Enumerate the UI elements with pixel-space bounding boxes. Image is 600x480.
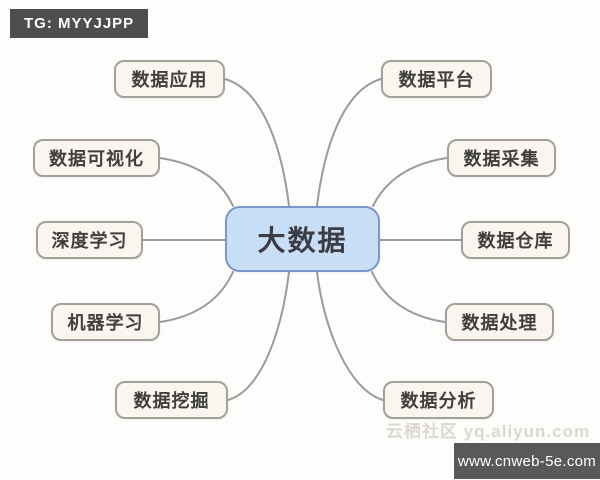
node-deep-learning[interactable]: 深度学习 <box>36 221 143 259</box>
node-data-platform[interactable]: 数据平台 <box>381 60 492 98</box>
node-data-application[interactable]: 数据应用 <box>114 60 225 98</box>
footer-url: www.cnweb-5e.com <box>457 452 597 470</box>
connector-data-mining <box>227 271 290 401</box>
connector-data-platform <box>316 78 382 207</box>
node-data-processing[interactable]: 数据处理 <box>445 303 554 341</box>
connector-data-collection <box>372 157 448 207</box>
connector-data-visualization <box>159 157 234 207</box>
node-data-warehouse[interactable]: 数据仓库 <box>461 221 570 259</box>
node-data-visualization[interactable]: 数据可视化 <box>33 139 160 177</box>
connector-machine-learning <box>159 271 234 323</box>
footer-url-bar: www.cnweb-5e.com <box>454 443 600 479</box>
node-big-data[interactable]: 大数据 <box>225 206 380 272</box>
node-data-collection[interactable]: 数据采集 <box>447 139 556 177</box>
connector-data-application <box>224 78 290 207</box>
watermark-text: 云栖社区 yq.aliyun.com <box>386 422 591 441</box>
node-data-analysis[interactable]: 数据分析 <box>383 381 494 419</box>
node-data-mining[interactable]: 数据挖掘 <box>115 381 228 419</box>
connector-data-processing <box>371 271 446 323</box>
node-machine-learning[interactable]: 机器学习 <box>51 303 160 341</box>
connector-data-analysis <box>316 271 384 401</box>
telegram-badge: TG: MYYJJPP <box>10 9 149 38</box>
